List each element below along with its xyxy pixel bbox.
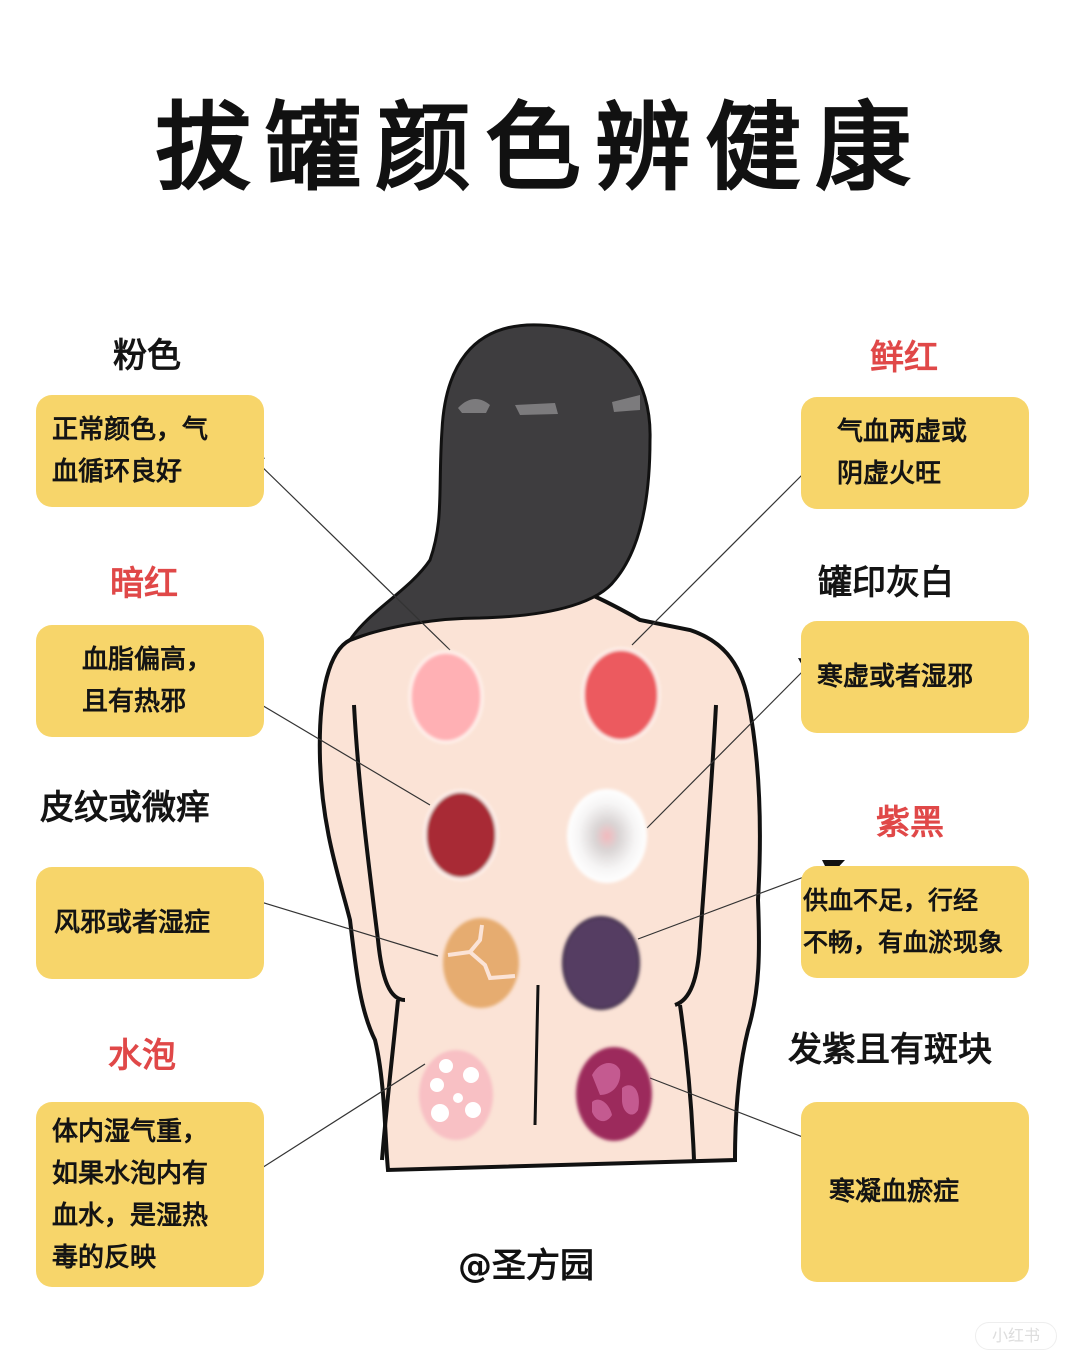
arrow-line-bright-red	[631, 454, 823, 646]
info-box-bright-red: 气血两虚或 阴虚火旺	[801, 397, 1029, 509]
info-text-dark-red: 血脂偏高， 且有热邪	[82, 645, 213, 717]
info-text-pink: 正常颜色，气 血循环良好	[52, 415, 209, 487]
right-arm-line	[674, 704, 718, 1007]
mark-purple-patches	[576, 1047, 652, 1141]
info-box-blister: 体内湿气重， 如果水泡内有 血水，是湿热 毒的反映	[36, 1102, 264, 1287]
arrow-line-pink	[254, 459, 451, 651]
info-box-grey-white: 寒虚或者湿邪	[801, 621, 1029, 733]
mark-crack-lines	[447, 924, 516, 981]
info-box-dark-red: 血脂偏高， 且有热邪	[36, 625, 264, 737]
mark-patch-shapes	[592, 1063, 639, 1122]
page-title: 拔罐颜色辨健康	[155, 92, 925, 204]
label-blister: 水泡	[108, 1036, 176, 1076]
info-text-grey-white: 寒虚或者湿邪	[817, 662, 974, 692]
mark-bright-red	[581, 647, 661, 743]
left-waist-line	[380, 999, 400, 1161]
info-text-blister: 体内湿气重， 如果水泡内有 血水，是湿热 毒的反映	[52, 1116, 209, 1273]
info-box-purple-black: 供血不足，行经 不畅，有血淤现象	[801, 866, 1029, 978]
info-text-skin-texture: 风邪或者湿症	[54, 908, 211, 938]
mark-pink	[408, 650, 484, 744]
label-skin-texture: 皮纹或微痒	[40, 788, 210, 828]
label-pink: 粉色	[113, 336, 181, 376]
left-arm-line	[352, 704, 406, 1002]
info-text-purple-patches: 寒凝血瘀症	[829, 1177, 960, 1207]
info-text-bright-red: 气血两虚或 阴虚火旺	[837, 417, 968, 489]
arrow-line-blister	[245, 1063, 426, 1179]
label-purple-patches: 发紫且有斑块	[788, 1030, 992, 1070]
right-waist-line	[678, 1004, 696, 1161]
mark-purple-black	[562, 916, 640, 1010]
mark-grey-white	[567, 789, 647, 883]
watermark: 小红书	[975, 1322, 1057, 1350]
arrow-line-grey-white	[646, 661, 813, 829]
arrow-line-purple-patches	[649, 1077, 827, 1147]
torso	[317, 587, 762, 1173]
label-purple-black: 紫黑	[876, 803, 944, 843]
hair	[346, 323, 652, 644]
author-credit: @圣方园	[458, 1246, 594, 1286]
spine-line	[533, 984, 540, 1126]
label-dark-red: 暗红	[110, 564, 178, 604]
info-box-purple-patches: 寒凝血瘀症	[801, 1102, 1029, 1282]
hair-shine	[458, 395, 640, 415]
label-bright-red: 鲜红	[870, 338, 938, 378]
info-box-skin-texture: 风邪或者湿症	[36, 867, 264, 979]
info-box-pink: 正常颜色，气 血循环良好	[36, 395, 264, 507]
info-text-purple-black: 供血不足，行经 不畅，有血淤现象	[803, 886, 1004, 957]
mark-dark-red	[423, 789, 499, 881]
label-grey-white: 罐印灰白	[818, 563, 954, 603]
